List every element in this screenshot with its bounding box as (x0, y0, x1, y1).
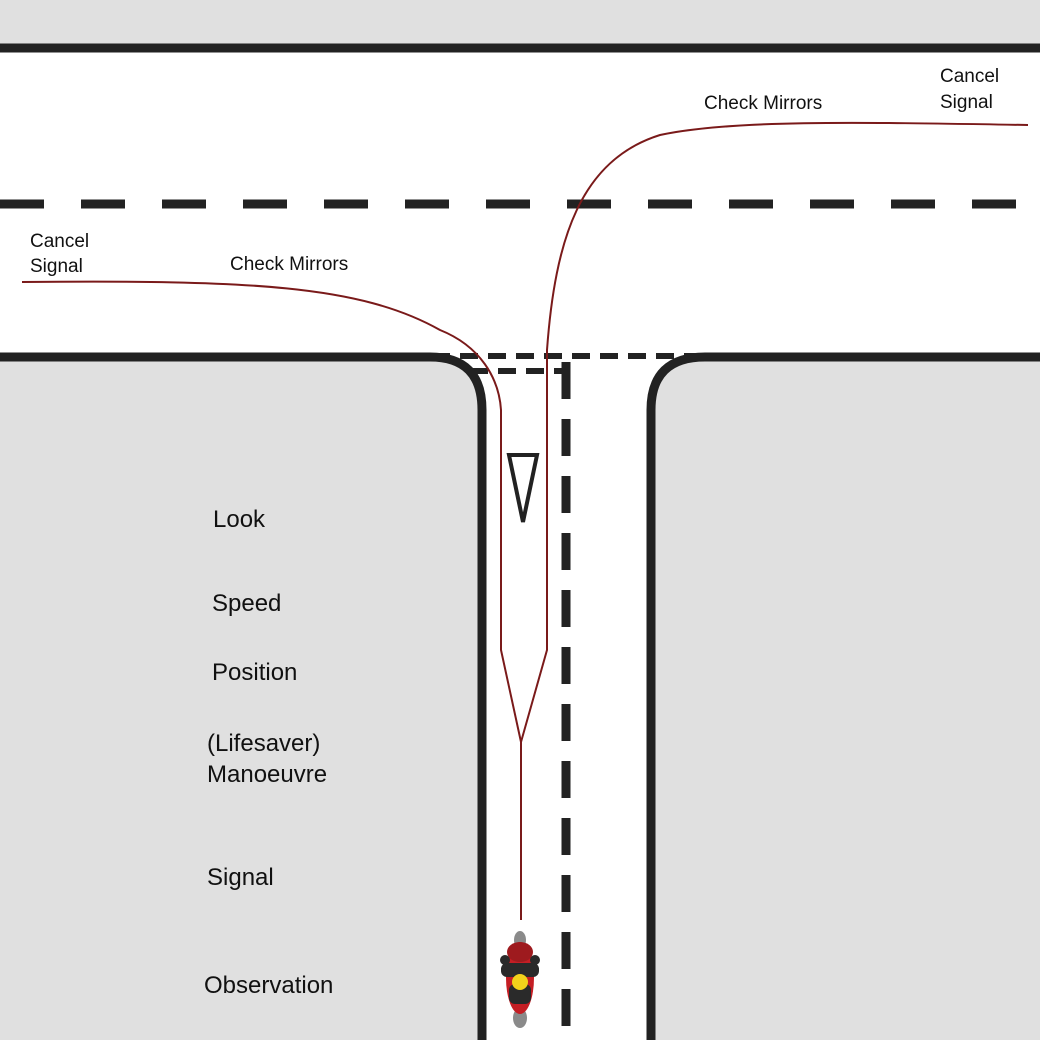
check-mirrors-right-label: Check Mirrors (704, 93, 822, 114)
manoeuvre-label-line2: Manoeuvre (207, 761, 327, 788)
top-verge (0, 0, 1040, 48)
observation-label: Observation (204, 972, 333, 999)
bottom-left-verge (0, 357, 482, 1040)
cancel-signal-right-line2: Signal (940, 92, 993, 113)
cancel-signal-left-line2: Signal (30, 256, 83, 277)
manoeuvre-label-line1: (Lifesaver) (207, 730, 320, 757)
position-label: Position (212, 659, 297, 686)
left-turn-path (21, 280, 522, 920)
speed-label: Speed (212, 590, 281, 617)
check-mirrors-left-label: Check Mirrors (230, 254, 348, 275)
motorcycle-rider-icon (500, 931, 540, 1028)
side-road (430, 357, 705, 1040)
bottom-right-verge (651, 357, 1040, 1040)
cancel-signal-left-line1: Cancel (30, 231, 89, 252)
cancel-signal-right-line1: Cancel (940, 66, 999, 87)
look-label: Look (213, 506, 266, 533)
right-turn-path (520, 121, 1029, 743)
give-way-triangle-icon (506, 453, 540, 523)
signal-label: Signal (207, 864, 274, 891)
